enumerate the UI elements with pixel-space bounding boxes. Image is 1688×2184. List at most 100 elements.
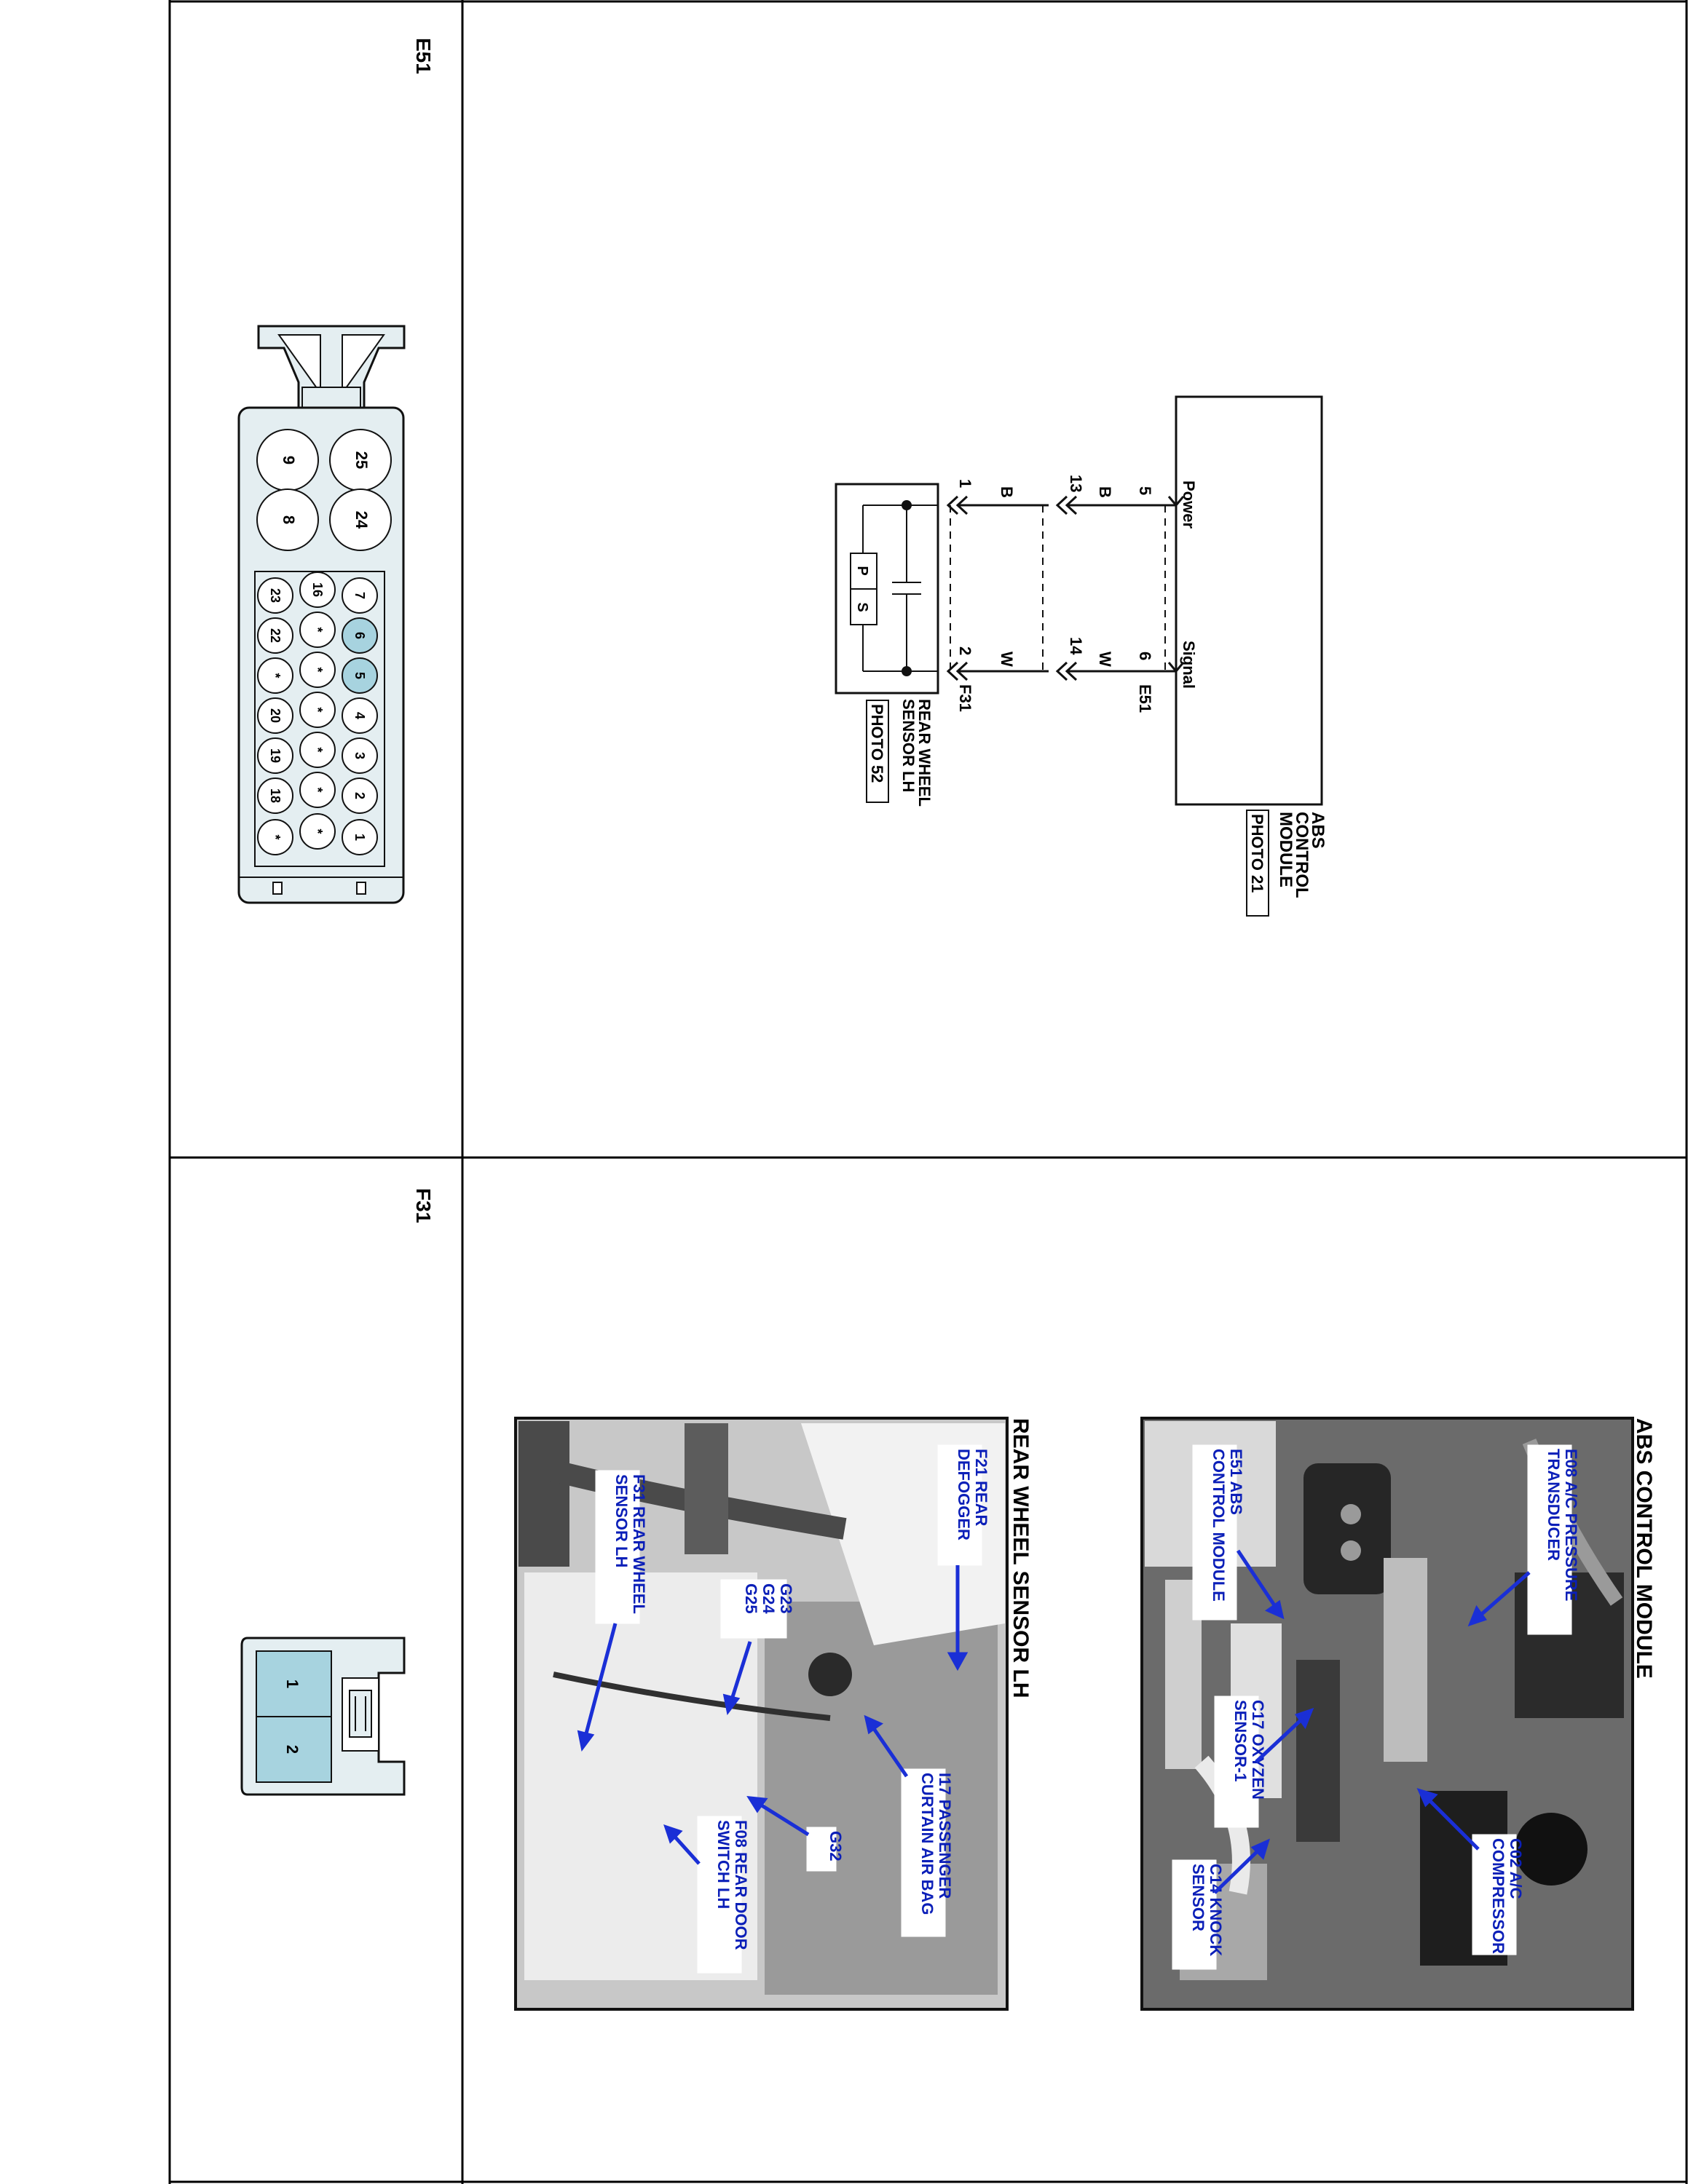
e51-pin-blank: * [268,673,283,678]
callout-c02-line2: COMPRESSOR [1489,1838,1507,1954]
callout-g25: G25 [742,1583,760,1614]
e51-pin-3-cavity [342,737,378,774]
callout-g32: G32 [827,1831,845,1861]
e51-pin-24-cavity [329,488,392,551]
callout-f31-line1: F31 REAR WHEEL [630,1474,648,1614]
wire-color-lower-b: B [998,486,1016,498]
wire-color-upper-b: B [1096,486,1114,498]
e51-pin-blank: * [310,828,325,834]
callout-g24: G24 [760,1583,778,1614]
sensor-photo-ref: PHOTO 52 [868,704,886,783]
inline-pin-14: 14 [1067,637,1085,655]
abs-module-pin-power-name: Power [1180,480,1198,529]
sensor-name-line1: REAR WHEEL [915,699,934,807]
e51-pin-9: 9 [280,456,298,464]
e51-pin-blank-cavity [257,819,293,855]
e51-pin-25: 25 [352,451,371,469]
e51-pin-16-cavity [299,571,336,608]
e51-pin-2: 2 [352,792,367,799]
e51-pin-1: 1 [352,834,367,841]
e51-pin-blank: * [310,667,325,672]
e51-pin-blank: * [268,834,283,839]
abs-module-connector-id: E51 [1136,684,1154,713]
inline-pin-13: 13 [1067,475,1085,492]
wire-color-upper-w: W [1096,652,1114,667]
callout-c17-line1: C17 OXYZEN [1249,1700,1267,1800]
e51-pin-blank-cavity [299,652,336,688]
e51-pin-blank: * [310,787,325,792]
photo-abs-module: ABS CONTROL MODULE E08 A/C PRESSURE TRAN… [1140,1417,1656,2011]
abs-module-name-line2: CONTROL [1292,812,1312,898]
sensor-name-line2: SENSOR LH [899,699,918,792]
e51-pin-22-cavity [257,617,293,654]
e51-connector-id: E51 [412,38,435,74]
e51-pin-23: 23 [268,588,283,603]
abs-module-box [1175,395,1323,806]
e51-pin-22: 22 [268,628,283,643]
callout-i17-line2: CURTAIN AIR BAG [918,1773,936,1915]
sensor-pin-2: 2 [956,646,974,655]
e51-pin-5: 5 [352,672,367,679]
callout-f08-line2: SWITCH LH [714,1820,733,1909]
e51-pin-blank-cavity [257,657,293,694]
e51-pin-18: 18 [268,788,283,803]
sensor-pin-1: 1 [956,479,974,488]
abs-module-name-line3: MODULE [1276,812,1295,887]
callout-e08-line2: TRANSDUCER [1545,1449,1563,1561]
callout-f08-line1: F08 REAR DOOR [732,1820,750,1950]
f31-pin-1: 1 [283,1679,301,1688]
callout-c14-line1: C14 KNOCK [1207,1864,1225,1956]
e51-pin-blank-cavity [299,732,336,768]
photo-rear-wheel-sensor: REAR WHEEL SENSOR LH F21 REAR DEFOGGER F… [514,1417,1033,2011]
e51-pin-20-cavity [257,697,293,734]
e51-pin-19-cavity [257,737,293,774]
e51-pin-8: 8 [280,515,298,524]
sensor-terminal-p: P [854,566,870,575]
callout-c14-line2: SENSOR [1189,1864,1207,1931]
f31-connector-face: 1 2 [240,1637,406,1796]
callout-f21-line1: F21 REAR [972,1449,990,1526]
e51-pin-6-cavity [342,617,378,654]
f31-pin-2: 2 [283,1745,301,1754]
e51-pin-blank-cavity [299,772,336,808]
callout-e51-line2: CONTROL MODULE [1210,1449,1228,1602]
callout-e08-line1: E08 A/C PRESSURE [1562,1449,1580,1601]
e51-pin-blank: * [310,747,325,752]
e51-pin-4-cavity [342,697,378,734]
e51-pin-23-cavity [257,577,293,614]
callout-g23: G23 [777,1583,795,1614]
sensor-terminal-s: S [854,602,870,612]
abs-module-pin-5: 5 [1136,486,1154,495]
abs-module-name-line1: ABS [1308,812,1328,849]
e51-pin-8-cavity [256,488,319,551]
e51-pin-7: 7 [352,592,367,599]
e51-pin-6: 6 [352,632,367,639]
e51-pin-18-cavity [257,778,293,814]
e51-pin-3: 3 [352,752,367,759]
callout-e51-line1: E51 ABS [1227,1449,1245,1515]
photo-abs-title: ABS CONTROL MODULE [1632,1418,1656,1679]
callout-c17-line2: SENSOR-1 [1231,1700,1250,1781]
e51-pin-19: 19 [268,748,283,763]
e51-pin-blank-cavity [299,813,336,850]
abs-module-pin-6: 6 [1136,652,1154,660]
sensor-connector-id: F31 [956,684,974,712]
callout-f31-line2: SENSOR LH [612,1474,631,1567]
callout-c02-line1: C02 A/C [1507,1838,1525,1899]
abs-module-photo-ref: PHOTO 21 [1248,814,1266,893]
e51-pin-20: 20 [268,708,283,723]
wire-color-lower-w: W [998,652,1016,667]
page-grid [168,0,1688,2184]
callout-f21-line2: DEFOGGER [955,1449,973,1540]
f31-connector-id: F31 [412,1188,435,1223]
e51-pin-blank-cavity [299,612,336,648]
e51-pin-blank: * [310,627,325,632]
e51-pin-1-cavity [342,819,378,855]
e51-pin-24: 24 [352,511,371,529]
photo-rear-title: REAR WHEEL SENSOR LH [1009,1418,1033,1698]
e51-pin-7-cavity [342,577,378,614]
callout-i17-line1: I17 PASSENGER [936,1773,954,1899]
